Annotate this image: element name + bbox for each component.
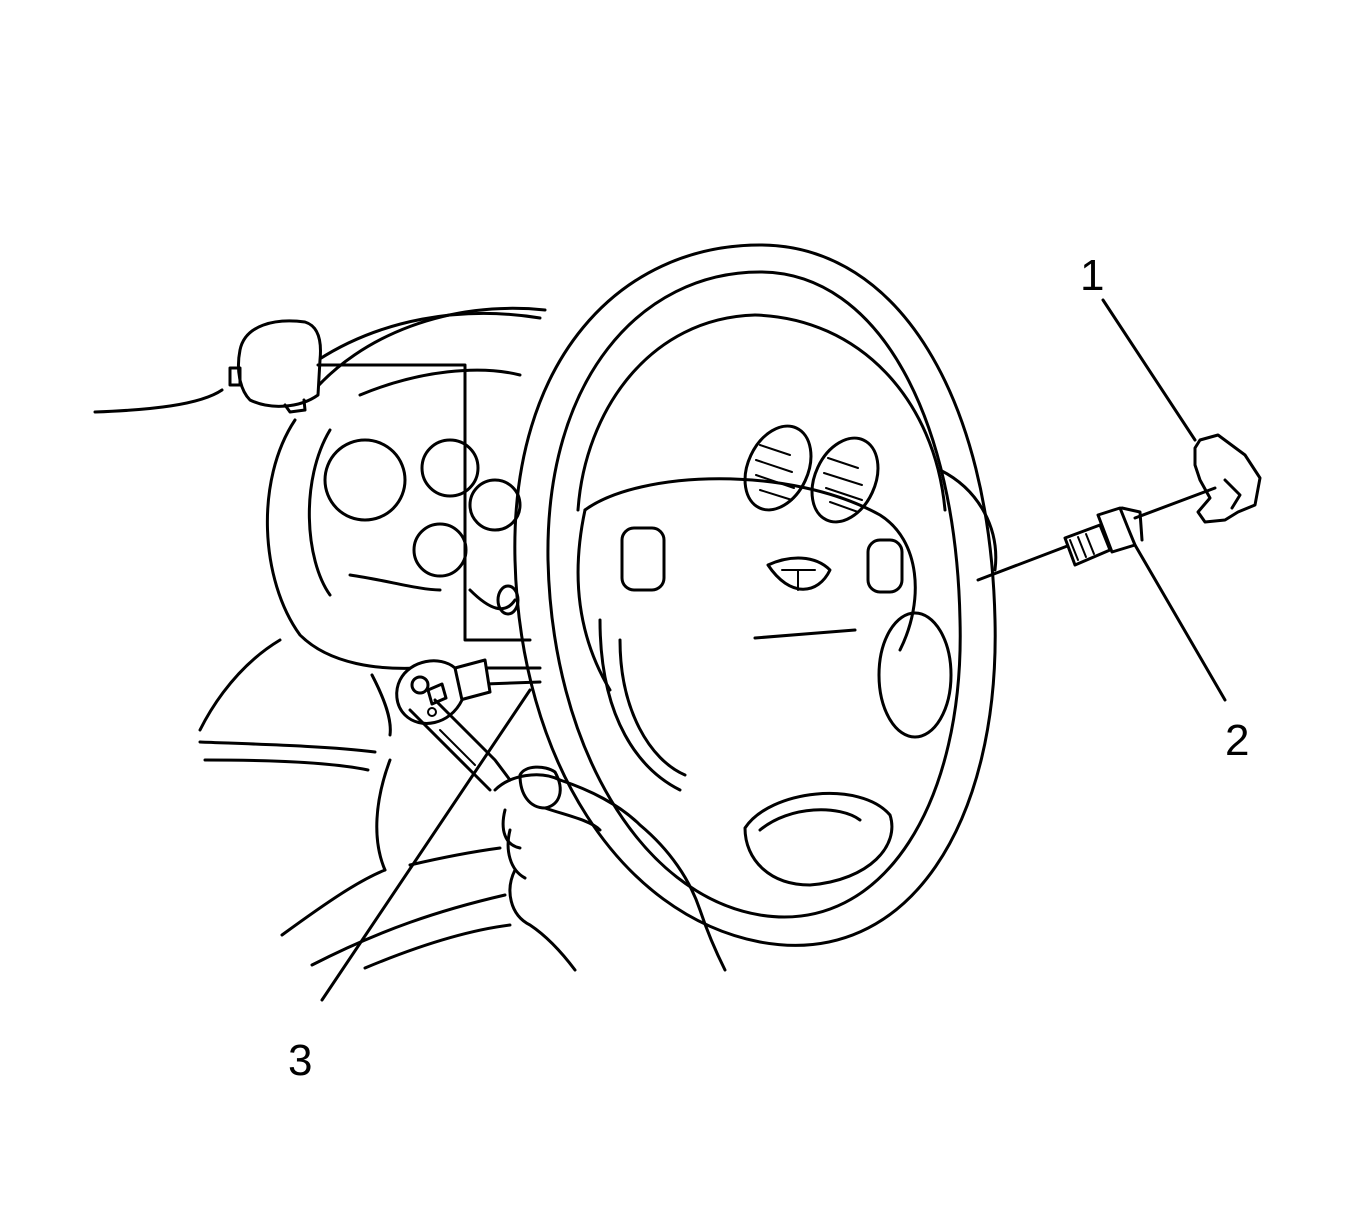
steering-wheel-cover: [228, 319, 322, 414]
technician-hand: [493, 765, 727, 972]
instrument-cluster: [266, 368, 522, 670]
exploded-view-bracket: [316, 363, 532, 642]
steering-wheel: [513, 243, 997, 947]
callout-3: 3: [288, 1036, 312, 1085]
leader-line-3: [320, 688, 532, 1002]
nut-axis-line: [1133, 486, 1217, 520]
steering-wheel-bolt: [1063, 506, 1144, 567]
leader-line-1: [1101, 298, 1197, 442]
socket-wrench: [395, 658, 542, 792]
callout-1: 1: [1080, 251, 1104, 300]
steering-wheel-nut: [1193, 433, 1262, 524]
bolt-axis-line: [976, 543, 1072, 582]
callout-2: 2: [1225, 716, 1249, 765]
leader-line-2: [1133, 543, 1227, 702]
dashboard: [93, 306, 998, 970]
